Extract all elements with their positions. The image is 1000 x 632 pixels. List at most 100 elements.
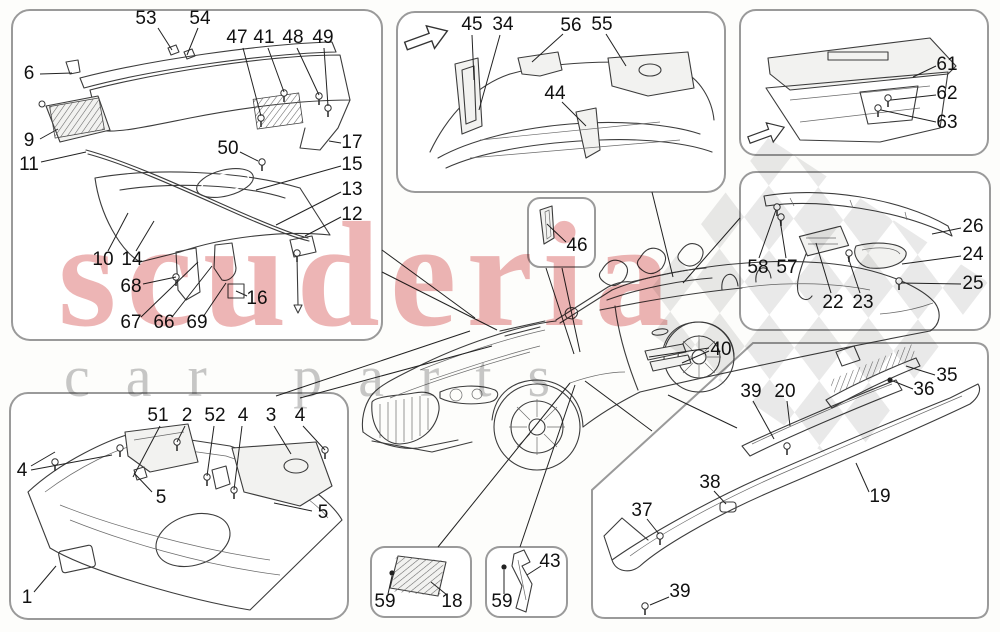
- callout-51: 51: [147, 405, 168, 426]
- part-connector-line: [381, 271, 498, 331]
- trim-44-sketch: [575, 107, 601, 159]
- leader-line: [255, 165, 342, 191]
- leader-line: [171, 265, 213, 318]
- callout-3: 3: [266, 405, 277, 426]
- leader-line: [273, 502, 313, 512]
- leader-line: [132, 425, 161, 478]
- leader-line: [133, 472, 153, 493]
- part-connector-line: [545, 267, 575, 355]
- callout-24: 24: [962, 244, 984, 265]
- callout-67: 67: [120, 312, 141, 333]
- callout-35: 35: [936, 365, 957, 386]
- bracket-43-sketch: [511, 549, 533, 613]
- callout-63: 63: [936, 112, 957, 133]
- arrow-icon: [403, 24, 449, 51]
- callout-62: 62: [936, 83, 957, 104]
- callout-2: 2: [182, 405, 193, 426]
- part-connector-line: [651, 191, 674, 278]
- cowl-panel-box: [11, 9, 383, 341]
- funnel-sketch: [213, 242, 237, 281]
- leader-line: [30, 451, 56, 467]
- shield-3-sketch: [231, 441, 333, 507]
- leader-line: [33, 565, 57, 593]
- callout-5: 5: [156, 487, 167, 508]
- leader-line: [855, 462, 870, 493]
- leader-line: [649, 596, 670, 606]
- callout-10: 10: [92, 249, 113, 270]
- blower-mesh-sketch: [38, 95, 111, 143]
- callout-4: 4: [17, 460, 28, 481]
- callout-59: 59: [374, 591, 395, 612]
- trim-55-sketch: [607, 51, 695, 97]
- leader-line: [30, 454, 113, 471]
- callout-53: 53: [135, 8, 156, 29]
- callout-1: 1: [22, 587, 33, 608]
- leader-line: [235, 290, 248, 297]
- bracket-box: [485, 546, 568, 618]
- leader-line: [40, 151, 87, 163]
- callout-39: 39: [669, 581, 690, 602]
- callout-43: 43: [539, 551, 560, 572]
- callout-52: 52: [204, 405, 225, 426]
- checkered-flag-watermark: [628, 138, 988, 468]
- leader-line: [478, 34, 501, 111]
- callout-68: 68: [120, 276, 141, 297]
- callout-18: 18: [441, 591, 462, 612]
- leader-line: [430, 581, 448, 596]
- part-connector-line: [519, 384, 576, 548]
- headlight-sketch: [439, 385, 499, 405]
- part-connector-line: [584, 380, 653, 432]
- leader-line: [605, 33, 627, 67]
- callout-55: 55: [591, 14, 612, 35]
- callout-17: 17: [341, 132, 362, 153]
- callout-66: 66: [153, 312, 174, 333]
- leader-line: [304, 216, 342, 237]
- mesh-panel-sketch: [389, 555, 447, 597]
- leader-line: [752, 400, 775, 440]
- callout-34: 34: [492, 14, 514, 35]
- arrow-icon: [747, 122, 786, 144]
- leader-line: [142, 276, 177, 285]
- callout-9: 9: [24, 130, 35, 151]
- leader-line: [546, 223, 567, 243]
- leader-line: [267, 47, 285, 93]
- leader-line: [275, 191, 342, 226]
- callout-11: 11: [19, 154, 39, 175]
- leader-line: [713, 490, 727, 505]
- callout-44: 44: [544, 83, 566, 104]
- leader-line: [561, 101, 587, 127]
- callout-6: 6: [24, 63, 35, 84]
- leader-line: [328, 140, 342, 144]
- callout-5: 5: [318, 502, 329, 523]
- leader-line: [39, 128, 59, 140]
- callout-46: 46: [566, 235, 587, 256]
- leader-line: [140, 261, 199, 318]
- mirror-sketch: [564, 307, 579, 320]
- leader-line: [880, 109, 937, 123]
- leader-line: [890, 94, 937, 101]
- part-connector-line: [667, 394, 738, 429]
- leader-line: [233, 425, 243, 491]
- callout-61: 61: [936, 54, 957, 75]
- grille-sketch: [371, 391, 440, 445]
- leader-line: [931, 227, 962, 235]
- connector-lines: [275, 191, 741, 548]
- leader-line: [157, 27, 173, 51]
- callout-69: 69: [186, 312, 207, 333]
- leader-line: [273, 425, 292, 455]
- callout-4: 4: [295, 405, 306, 426]
- callout-38: 38: [699, 472, 720, 493]
- leader-line: [302, 425, 326, 451]
- leader-line: [242, 47, 262, 117]
- trunk-compartment-sketch: [429, 51, 715, 169]
- callout-41: 41: [253, 27, 274, 48]
- part-connector-line: [561, 267, 581, 353]
- sill-cover-box: [591, 342, 989, 619]
- callout-50: 50: [217, 138, 238, 159]
- callout-36: 36: [913, 379, 934, 400]
- part-connector-line: [299, 345, 493, 399]
- leader-line: [387, 575, 393, 595]
- direction-arrows: [403, 24, 786, 144]
- part-connector-line: [381, 249, 476, 319]
